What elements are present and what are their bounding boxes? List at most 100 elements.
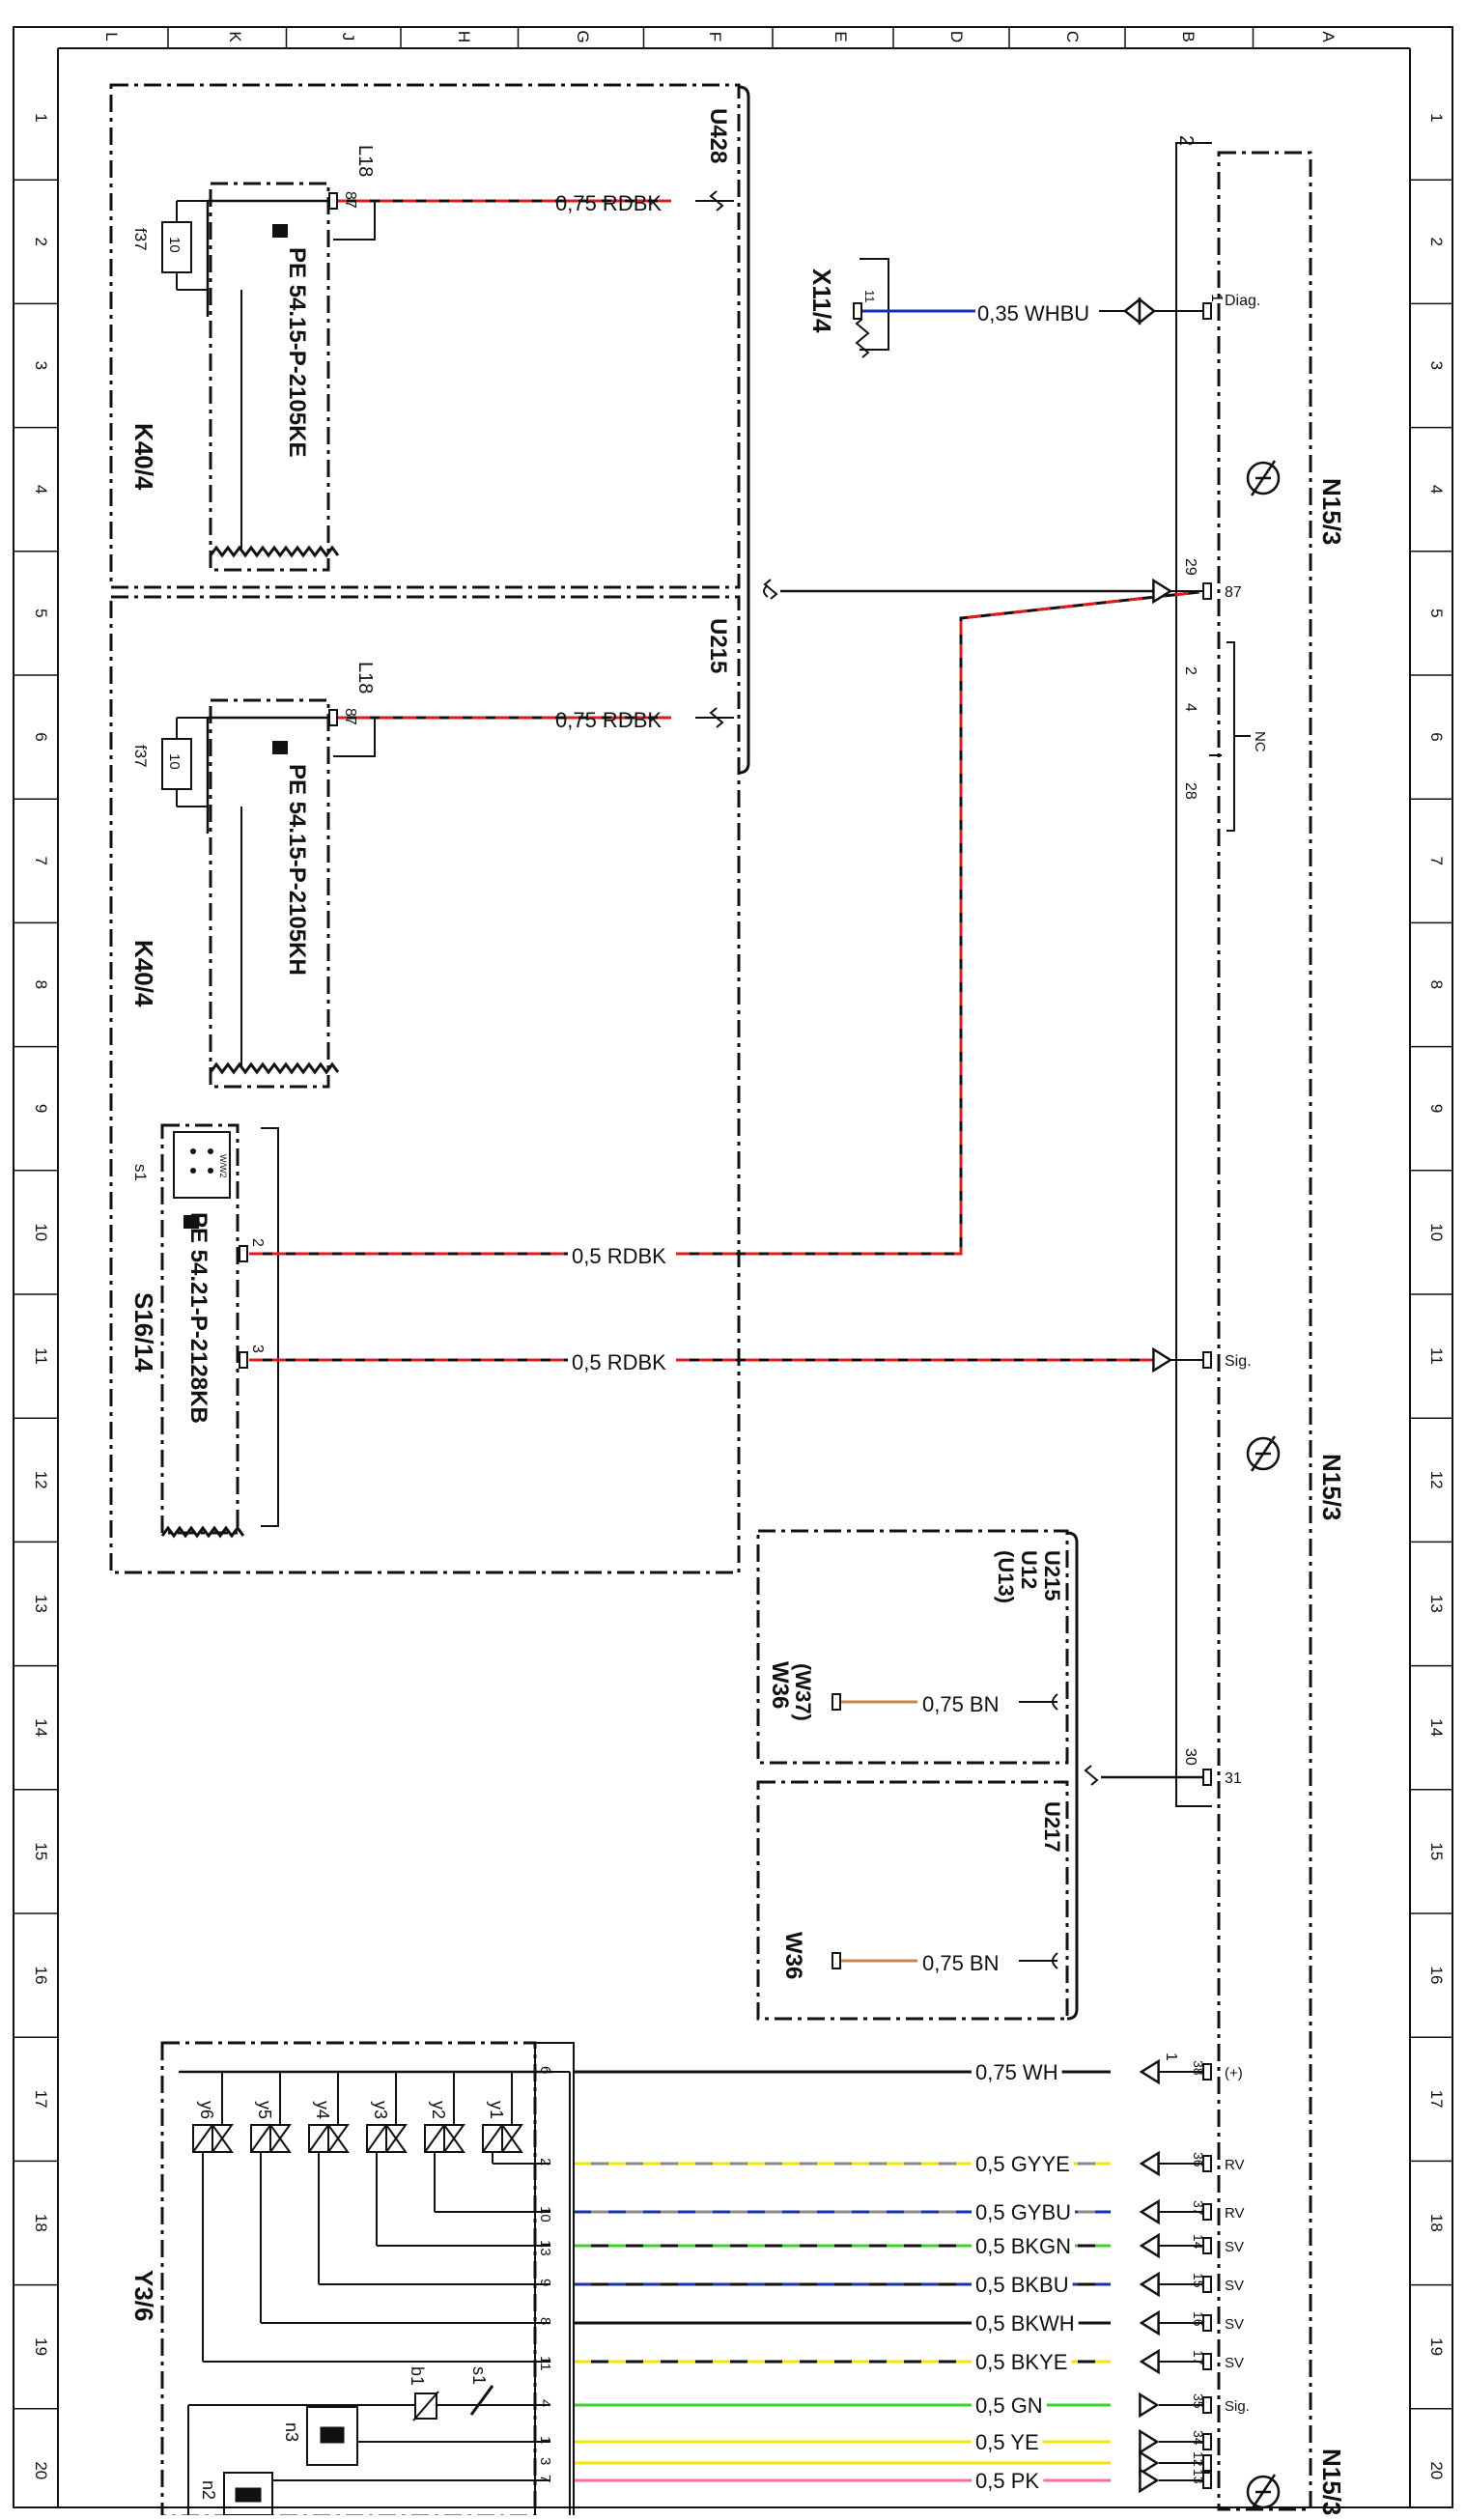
pin-label: 17 [1191, 2350, 1206, 2365]
harness-pin: 9 [537, 2279, 553, 2286]
row-label-right: 9 [1427, 1104, 1446, 1113]
column-label: A [1319, 31, 1338, 42]
harness-pin: 8 [537, 2317, 553, 2325]
transistor-icon [1246, 2474, 1281, 2510]
row-label-left: 17 [32, 2090, 50, 2109]
transistor-icon [1246, 460, 1281, 496]
wire-segment [250, 2124, 271, 2153]
connector-terminal [1202, 2276, 1212, 2293]
harness-pin: 7 [537, 2475, 553, 2482]
transistor-icon [1246, 1435, 1281, 1472]
pin-label: 2 [249, 1238, 266, 1247]
harness-pin: 2 [537, 2158, 553, 2166]
component-label: (W37) [791, 1663, 815, 1721]
pin-tag: Sig. [1225, 2398, 1250, 2415]
row-label-left: 7 [32, 856, 50, 864]
row-label-right: 17 [1427, 2090, 1446, 2109]
bracket-icon [738, 85, 750, 775]
connector-terminal [239, 1351, 248, 1369]
pin-label: 11 [862, 290, 877, 303]
pin-label: 37 [1191, 2200, 1206, 2216]
row-label-right: 4 [1427, 485, 1446, 494]
row-label-left: 8 [32, 980, 50, 989]
module-label: U215 [1040, 1550, 1064, 1601]
pin-label: 31 [1225, 1770, 1242, 1787]
wire-label: 0,75 BN [922, 1692, 1000, 1716]
row-label-left: 13 [32, 1595, 50, 1613]
valve-label: y1 [487, 2101, 506, 2119]
wire-label: 0,5 GN [975, 2393, 1043, 2418]
pin-label: 4 [1182, 703, 1198, 712]
pin-label: 16 [1191, 2311, 1206, 2327]
valve-icon [482, 2072, 523, 2153]
valve-label: y6 [197, 2101, 216, 2119]
component-boxes [109, 83, 1312, 2518]
wire-label: 0,5 RDBK [572, 1244, 666, 1268]
row-label-right: 2 [1427, 237, 1446, 245]
module-label: U12 [1017, 1550, 1041, 1589]
connector-terminal [239, 1245, 248, 1262]
pin-label: 28 [1182, 782, 1198, 800]
row-label-right: 16 [1427, 1967, 1446, 1985]
row-label-right: 14 [1427, 1718, 1446, 1737]
connector-terminal [1202, 2454, 1212, 2472]
label-mask [972, 2198, 1076, 2226]
column-label: H [455, 31, 473, 42]
pin-label: 3 [249, 1345, 266, 1353]
wires-layer [176, 142, 1251, 2516]
pin-label: Diag. [1225, 293, 1260, 309]
nc-bracket [1226, 641, 1235, 832]
row-label-left: 14 [32, 1718, 50, 1737]
wire-rdbk-3b [676, 590, 1200, 1256]
wire-label: 0,5 BKWH [975, 2311, 1075, 2336]
connector-terminal [1202, 2396, 1212, 2414]
component-label: W36 [767, 1661, 793, 1709]
u428-box [109, 83, 741, 589]
pin-label: 1 [1163, 2053, 1179, 2061]
row-label-left: 9 [32, 1104, 50, 1113]
u217-box [756, 1780, 1069, 2021]
fuse-rating: 10 [166, 753, 183, 770]
arrow-icon [1139, 2428, 1160, 2455]
cut-icon [160, 1525, 245, 1539]
component-label: S16/14 [129, 1292, 158, 1373]
pin-tag: RV [1225, 2205, 1245, 2222]
n2-chip [235, 2487, 262, 2503]
switch-contact-icon [190, 1148, 196, 1154]
row-label-left: 19 [32, 2337, 50, 2356]
label-mask [972, 2271, 1073, 2299]
n15-box [1217, 151, 1312, 2511]
row-label-right: 13 [1427, 1595, 1446, 1613]
wire-label: 0,5 GYBU [975, 2200, 1071, 2224]
row-label-right: 8 [1427, 980, 1446, 989]
column-label: B [1179, 31, 1198, 42]
pin-label: 2 [1175, 135, 1197, 146]
component-label: X11/4 [807, 269, 836, 333]
pin-tag: (+) [1225, 2065, 1243, 2081]
wire-label: 0,5 BKBU [975, 2273, 1069, 2297]
label-mask [972, 2428, 1043, 2456]
harness-pin: 4 [537, 2399, 553, 2407]
row-label-left: 12 [32, 1471, 50, 1489]
row-label-left: 15 [32, 1842, 50, 1860]
s16-box [160, 1123, 240, 1535]
row-label-left: 18 [32, 2214, 50, 2232]
pin-label: 30 [1182, 1748, 1198, 1766]
switch-symbol-label: W/W2 [218, 1154, 228, 1178]
n15-label: N15/3 [1317, 2449, 1346, 2515]
arrow-icon [1139, 2232, 1160, 2259]
row-label-right: 7 [1427, 856, 1446, 864]
row-label-left: 5 [32, 609, 50, 617]
wire-label: 0,5 RDBK [572, 1350, 666, 1374]
ground-icon [1052, 1952, 1058, 1969]
arrow-icon [1139, 2392, 1160, 2419]
harness-pin: 3 [537, 2457, 553, 2465]
valve-icon [192, 2072, 234, 2153]
pin-label: 87 [342, 191, 358, 209]
cut-icon [763, 579, 778, 600]
relay-pin-terminal [328, 709, 338, 726]
connector-terminal [1202, 2155, 1212, 2172]
label-mask [972, 2392, 1047, 2420]
pin-label: 87 [342, 708, 358, 725]
